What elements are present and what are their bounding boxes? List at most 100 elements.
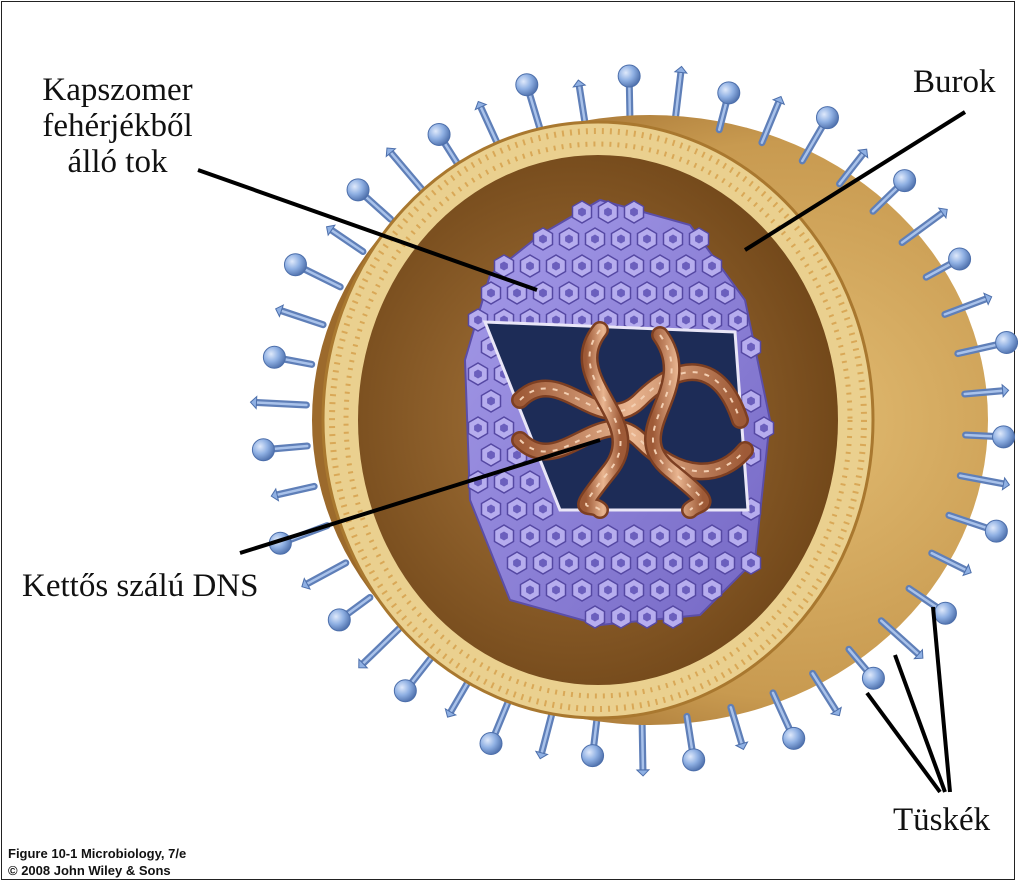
- capsomer-icon: [729, 525, 748, 547]
- spike-icon: [386, 148, 423, 191]
- spike-icon: [618, 65, 640, 120]
- capsomer-icon: [586, 552, 605, 574]
- capsomer-icon: [547, 255, 566, 277]
- spike-icon: [675, 66, 687, 122]
- capsomer-icon: [638, 228, 657, 250]
- capsomer-icon: [534, 282, 553, 304]
- capsomer-icon: [612, 552, 631, 574]
- spike-icon: [573, 80, 585, 123]
- capsomer-icon: [703, 255, 722, 277]
- label-dna: Kettős szálú DNS: [22, 568, 258, 604]
- spike-icon: [327, 225, 363, 251]
- capsomer-icon: [651, 525, 670, 547]
- capsomer-icon: [547, 579, 566, 601]
- capsomer-icon: [469, 309, 488, 331]
- capsomer-icon: [573, 255, 592, 277]
- spike-icon: [849, 649, 885, 689]
- spike-icon: [516, 74, 541, 133]
- capsomer-icon: [664, 282, 683, 304]
- capsomer-icon: [599, 201, 618, 223]
- capsomer-icon: [586, 228, 605, 250]
- capsomer-icon: [495, 255, 514, 277]
- spike-icon: [359, 629, 399, 668]
- capsomer-icon: [690, 282, 709, 304]
- capsomer-icon: [573, 201, 592, 223]
- capsomer-icon: [729, 309, 748, 331]
- capsomer-icon: [690, 228, 709, 250]
- spike-icon: [276, 305, 323, 325]
- spike-icon: [252, 439, 307, 461]
- capsomer-icon: [521, 525, 540, 547]
- capsomer-icon: [573, 579, 592, 601]
- spike-icon: [637, 720, 649, 776]
- spike-icon: [347, 179, 391, 219]
- capsomer-icon: [508, 498, 527, 520]
- capsomer-icon: [534, 552, 553, 574]
- spike-icon: [328, 597, 370, 630]
- spike-icon: [284, 254, 340, 287]
- spike-icon: [762, 96, 784, 142]
- capsomer-icon: [690, 552, 709, 574]
- capsomer-icon: [677, 309, 696, 331]
- figure-caption: Figure 10-1 Microbiology, 7/e: [8, 846, 186, 861]
- spike-icon: [536, 710, 553, 758]
- spike-icon: [250, 397, 306, 409]
- capsomer-icon: [586, 606, 605, 628]
- capsomer-icon: [716, 552, 735, 574]
- capsomer-icon: [560, 228, 579, 250]
- spike-icon: [428, 123, 459, 166]
- capsomer-icon: [482, 498, 501, 520]
- spike-icon: [718, 82, 740, 130]
- label-capsid: Kapszomer fehérjékből álló tok: [30, 72, 205, 180]
- capsomer-icon: [573, 525, 592, 547]
- capsomer-icon: [638, 552, 657, 574]
- capsomer-icon: [612, 282, 631, 304]
- capsomer-icon: [482, 282, 501, 304]
- capsomer-icon: [495, 417, 514, 439]
- capsomer-icon: [625, 255, 644, 277]
- label-capsid-line1: Kapszomer: [30, 72, 205, 108]
- capsomer-icon: [716, 282, 735, 304]
- capsomer-icon: [495, 525, 514, 547]
- spike-icon: [302, 563, 346, 589]
- label-spikes: Tüskék: [893, 802, 990, 838]
- label-capsid-line3: álló tok: [30, 144, 205, 180]
- capsomer-icon: [742, 552, 761, 574]
- capsomer-icon: [651, 579, 670, 601]
- spike-icon: [582, 718, 604, 767]
- capsomer-icon: [625, 579, 644, 601]
- capsomer-icon: [703, 525, 722, 547]
- label-capsid-line2: fehérjékből: [30, 108, 205, 144]
- capsomer-icon: [677, 525, 696, 547]
- spike-icon: [881, 621, 923, 659]
- capsomer-icon: [534, 228, 553, 250]
- spike-icon: [773, 693, 805, 749]
- capsomer-icon: [703, 309, 722, 331]
- spike-icon: [271, 486, 314, 500]
- capsomer-icon: [521, 471, 540, 493]
- capsomer-icon: [599, 579, 618, 601]
- capsomer-icon: [482, 390, 501, 412]
- capsomer-icon: [664, 606, 683, 628]
- capsomer-icon: [612, 228, 631, 250]
- spike-icon: [802, 107, 838, 161]
- copyright-notice: © 2008 John Wiley & Sons: [8, 863, 171, 878]
- capsomer-icon: [508, 552, 527, 574]
- capsomer-icon: [534, 498, 553, 520]
- capsomer-icon: [677, 579, 696, 601]
- spike-icon: [480, 697, 510, 754]
- capsomer-icon: [482, 444, 501, 466]
- capsomer-icon: [638, 282, 657, 304]
- capsomer-icon: [547, 525, 566, 547]
- capsomer-icon: [599, 525, 618, 547]
- capsomer-icon: [664, 552, 683, 574]
- capsomer-icon: [742, 336, 761, 358]
- spike-icon: [445, 679, 469, 717]
- capsomer-icon: [586, 282, 605, 304]
- capsomer-icon: [469, 417, 488, 439]
- label-envelope: Burok: [913, 64, 996, 100]
- capsomer-icon: [521, 579, 540, 601]
- capsomer-icon: [625, 201, 644, 223]
- capsomer-icon: [625, 525, 644, 547]
